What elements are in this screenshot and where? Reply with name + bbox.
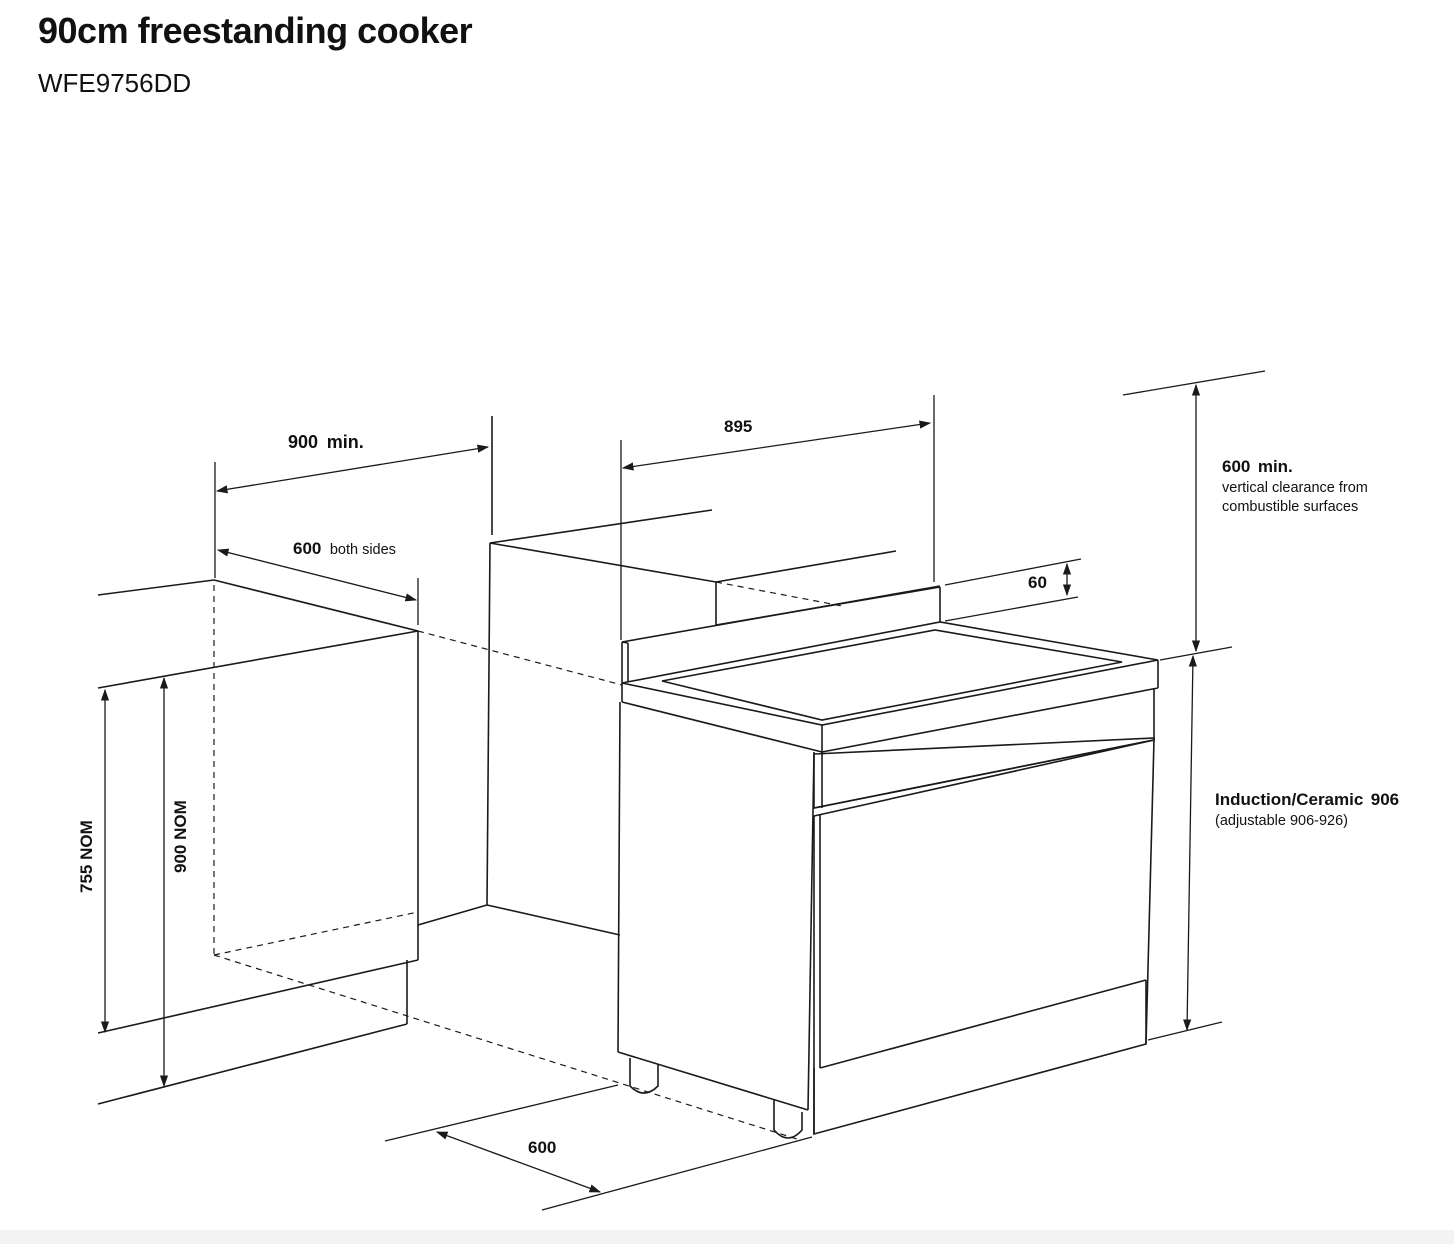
- foot-right: [773, 1100, 803, 1139]
- label-600-depth: 600: [528, 1138, 556, 1157]
- dimension-lines: [100, 370, 1266, 1211]
- label-600-value: 600: [293, 539, 321, 558]
- back-wall: [417, 416, 717, 936]
- label-900-min-suffix: min.: [327, 432, 364, 452]
- label-600-min-suffix: min.: [1258, 457, 1293, 476]
- label-600-min-value: 600: [1222, 457, 1250, 476]
- label-755-nom: 755 NOM: [77, 820, 96, 893]
- label-906: 906: [1371, 790, 1399, 809]
- label-clearance-note-1: vertical clearance from: [1222, 480, 1368, 496]
- label-adjustable: (adjustable 906-926): [1215, 813, 1348, 829]
- label-600-both-sides: 600 both sides: [293, 539, 396, 558]
- label-900-nom: 900 NOM: [171, 800, 190, 873]
- label-induction-ceramic: Induction/Ceramic: [1215, 790, 1363, 809]
- label-cooker-height: Induction/Ceramic 906: [1215, 790, 1399, 809]
- label-900-min: 900 min.: [288, 432, 364, 452]
- label-900-min-value: 900: [288, 432, 318, 452]
- label-600-suffix: both sides: [330, 542, 396, 558]
- model-number: WFE9756DD: [38, 68, 192, 98]
- label-clearance-note-2: combustible surfaces: [1222, 499, 1358, 515]
- cooker: [617, 621, 1159, 1139]
- foot-left: [629, 1058, 659, 1094]
- label-600-min: 600 min.: [1222, 457, 1293, 476]
- page-title: 90cm freestanding cooker: [38, 10, 473, 51]
- page-bottom-edge: [0, 1230, 1454, 1244]
- label-60: 60: [1028, 573, 1047, 592]
- label-895: 895: [724, 417, 752, 436]
- left-cabinet: [97, 579, 801, 1141]
- splashback: [621, 550, 941, 683]
